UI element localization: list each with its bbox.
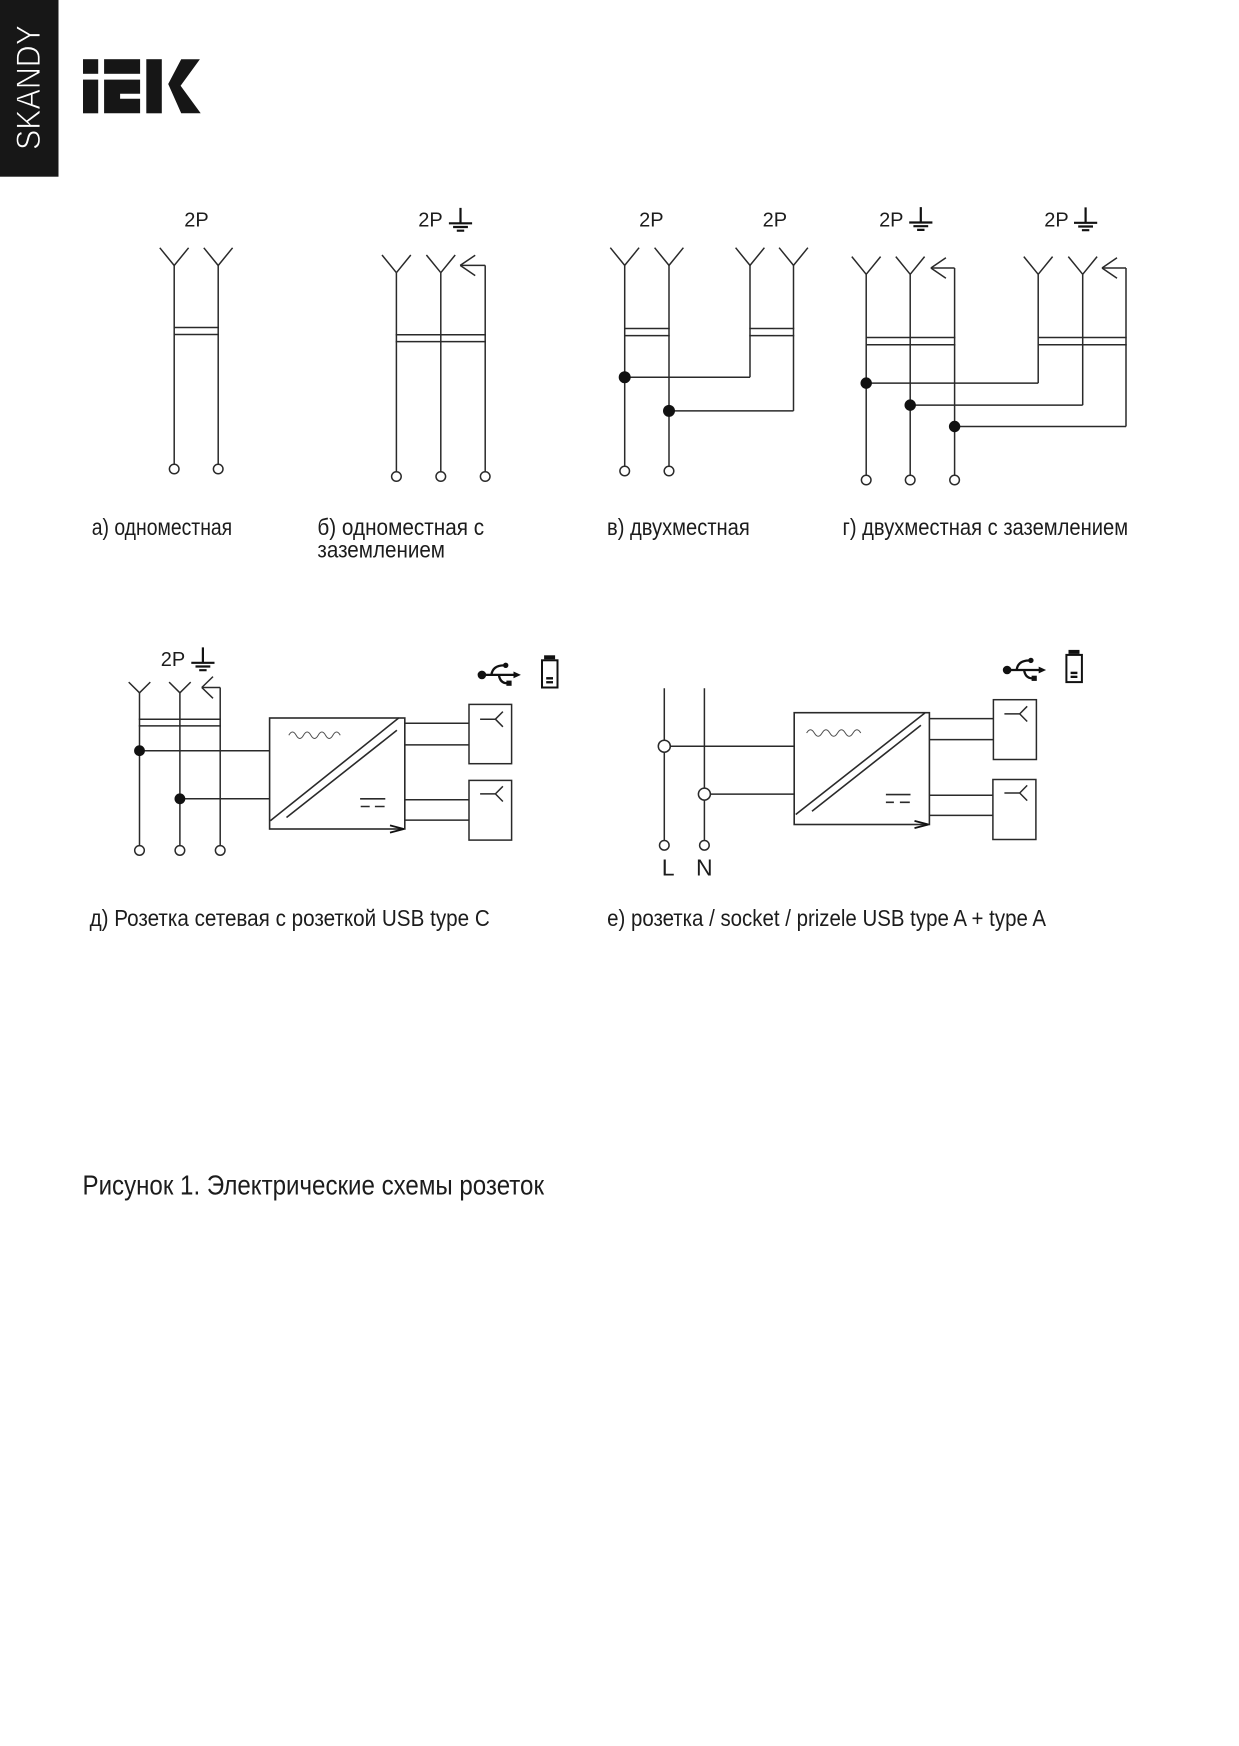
svg-text:д) Розетка сетевая с розеткой: д) Розетка сетевая с розеткой USB type C — [90, 905, 490, 931]
svg-text:2P: 2P — [184, 210, 208, 232]
svg-text:2P: 2P — [1044, 210, 1068, 232]
svg-text:в) двухместная: в) двухместная — [607, 514, 750, 540]
svg-text:Рисунок 1. Электрические схемы: Рисунок 1. Электрические схемы розеток — [83, 1170, 545, 1201]
svg-text:2P: 2P — [879, 210, 903, 232]
svg-text:2P: 2P — [763, 210, 787, 232]
svg-text:г) двухместная с заземлением: г) двухместная с заземлением — [843, 514, 1129, 540]
svg-text:2P: 2P — [639, 210, 663, 232]
svg-text:2P: 2P — [161, 649, 185, 671]
svg-text:а) одноместная: а) одноместная — [92, 514, 233, 540]
svg-text:N: N — [696, 854, 713, 880]
svg-text:б) одноместная с: б) одноместная с — [317, 514, 484, 540]
svg-text:2P: 2P — [418, 210, 442, 232]
svg-text:L: L — [662, 854, 675, 880]
svg-text:заземлением: заземлением — [317, 536, 445, 562]
svg-text:SKANDY: SKANDY — [10, 25, 48, 150]
svg-text:е) розетка / socket / prizele: е) розетка / socket / prizele USB type A… — [607, 905, 1046, 931]
